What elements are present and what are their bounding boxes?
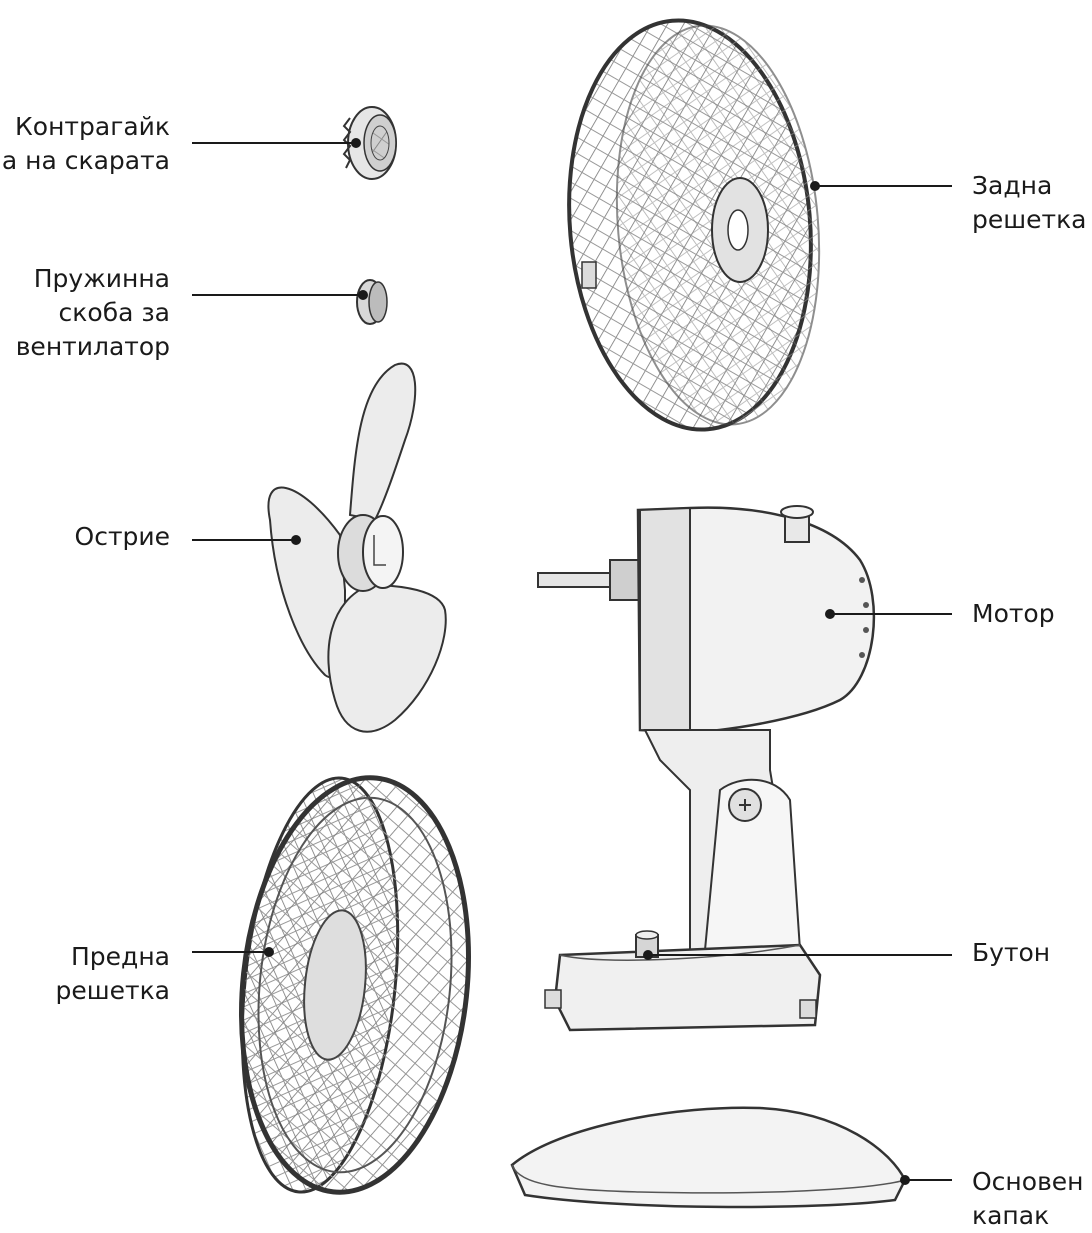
- label-button: Бутон: [972, 936, 1050, 970]
- motor-part: [538, 506, 874, 732]
- blade-part: [268, 364, 445, 732]
- rear-grille-part: [553, 10, 835, 439]
- base-cover-part: [512, 1108, 905, 1207]
- label-grille-nut: Контрагайк а на скарата: [2, 110, 170, 178]
- label-blade: Острие: [75, 520, 170, 554]
- base-unit-part: [545, 931, 820, 1030]
- stand-part: [645, 730, 800, 950]
- label-base-cover: Основен капак: [972, 1165, 1084, 1233]
- spring-clip-part: [357, 280, 387, 324]
- label-spring-clip: Пружинна скоба за вентилатор: [16, 262, 170, 364]
- front-grille-part: [222, 766, 488, 1203]
- label-front-grille: Предна решетка: [56, 940, 171, 1008]
- label-motor: Мотор: [972, 597, 1055, 631]
- label-rear-grille: Задна решетка: [972, 169, 1087, 237]
